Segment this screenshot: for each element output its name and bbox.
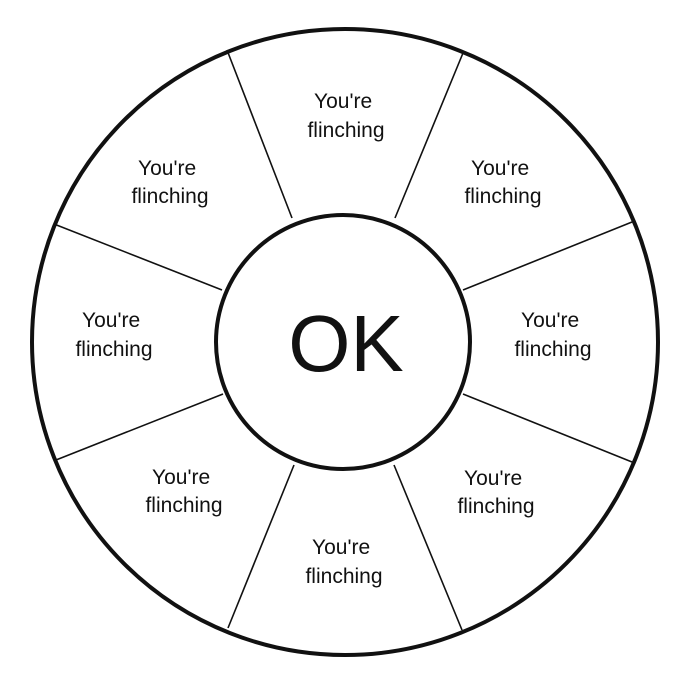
divider-line [462, 393, 633, 463]
center-label: OK [288, 299, 404, 388]
divider-line [55, 393, 224, 461]
divider-line [226, 49, 293, 219]
divider-line [462, 221, 633, 291]
segment-label-top: You're flinching [307, 90, 384, 142]
segment-label-bottom: You're flinching [305, 536, 382, 588]
divider-line [393, 464, 463, 631]
center-circle [214, 213, 472, 471]
segment-label-left: You're flinching [75, 309, 152, 361]
segment-label-right: You're flinching [514, 309, 591, 361]
divider-line [394, 52, 464, 219]
segment-label-bottom-right: You're flinching [457, 467, 534, 518]
divider-line [227, 464, 295, 629]
segment-label-top-left: You're flinching [131, 157, 208, 208]
segment-label-bottom-left: You're flinching [145, 466, 222, 517]
divider-line [53, 223, 223, 291]
segment-label-top-right: You're flinching [464, 157, 541, 208]
